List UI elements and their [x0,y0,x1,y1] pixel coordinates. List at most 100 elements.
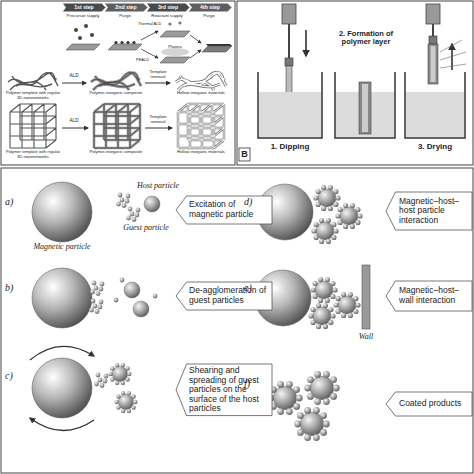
callout-shape [176,282,272,310]
process-name: PEALD [136,58,158,62]
maic-illustration [362,265,370,329]
chevron-shape [188,3,232,12]
dip-coater-illustration [440,40,462,52]
ald-cycle-illustration [190,50,201,58]
lattice-row-illustration [62,128,88,129]
step-band: 4th step [188,3,232,12]
step-name: Purge [188,14,230,19]
chevron-shape [104,3,148,12]
ald-cycle-illustration [74,28,78,32]
panel-letter: B [239,149,250,159]
maic-illustration [124,282,140,298]
maic-illustration [267,381,302,415]
ald-cycle-illustration [141,49,158,58]
maic-illustration [126,207,140,222]
ald-cycle-illustration [84,24,88,28]
panel-frame [237,1,473,165]
panel-frame [1,1,235,165]
maic-illustration [308,303,335,329]
ald-cycle-illustration [120,41,123,44]
process-callout: Excitation of magnetic particle [176,196,272,224]
template-row-illustration [176,73,226,90]
dip-coater-illustration [359,82,371,134]
callout-shape [176,364,272,416]
maic-illustration [32,268,92,328]
dip-coater-illustration [259,92,321,137]
process-callout: Coated products [386,392,472,416]
dip-coater-illustration [305,30,307,56]
arrow-label: Template removal [142,115,174,124]
maic-illustration [90,281,104,296]
step-name: Precursor supply [62,14,104,19]
lattice-row-illustration [94,104,140,148]
template-row-illustration [145,83,170,84]
template-row-illustration [8,73,58,90]
dip-coater-illustration [239,4,466,161]
maic-illustration [304,371,339,405]
maic-illustration [32,358,92,418]
process-text: Excitation of magnetic particle [189,200,269,219]
process-name: Thermal ALD [138,22,168,26]
dip-coater-illustration [285,58,293,66]
dip-coater-illustration [429,36,437,44]
lattice-row-illustration [145,128,172,129]
maic-illustration [311,218,338,244]
maic-illustration [30,182,370,441]
step-title: 3rd step [151,5,185,11]
maic-illustration [116,193,130,208]
ald-cycle-illustration [168,22,171,25]
process-name: Plasma [163,45,187,49]
lattice-row-illustration [10,104,224,148]
step-name: Purge [104,14,146,19]
maic-illustration [153,294,158,299]
process-text: Coated products [399,399,469,409]
step-band: 2nd step [104,3,148,12]
process-text: Magnetic–host–host particle interaction [399,197,469,226]
lattice-row-illustration [10,104,56,148]
ald-cycle-illustration [178,21,181,24]
ald-cycle-illustration [190,35,201,43]
maic-illustration [114,298,119,303]
maic-illustration [114,391,137,413]
maic-illustration [335,203,362,229]
step-label: 2. Formation of polymer layer [330,30,402,47]
callout-shape [176,196,272,224]
process-callout: De-agglomeration of guest particles [176,282,272,310]
lattice-row-illustration [178,104,224,148]
step-band: 3rd step [146,3,190,12]
dip-coater-illustration [428,44,438,84]
dip-coater-illustration [406,92,464,137]
process-callout: Magnetic–host–host particle interaction [386,192,472,230]
chevron-shape [62,3,106,12]
maic-illustration [30,346,94,360]
ald-cycle-illustration [66,44,100,50]
dip-coater-illustration [440,64,466,68]
dip-coater-illustration [239,148,250,161]
maic-illustration [144,196,160,212]
part-name: Host particle [126,182,190,191]
process-callout: Magnetic–host–wall interaction [386,281,472,311]
ald-cycle-illustration [126,41,129,44]
dip-coater-illustration [288,24,290,58]
maic-illustration [89,299,103,314]
process-text: Magnetic–host–wall interaction [399,286,469,305]
panel-letter: a) [5,196,21,207]
arrow-label: Template removal [142,70,174,79]
arrow-label: ALD [60,118,88,123]
step-label: 3. Drying [400,143,470,152]
ald-cycle-illustration [141,31,158,40]
stage-caption: Polymer template with regular 3D nanonet… [4,91,62,100]
maic-illustration [133,301,149,317]
dip-coater-illustration [258,72,322,138]
stage-caption: Hollow inorganic materials [172,150,230,155]
ald-cycle-illustration [161,48,189,56]
dip-coater-illustration [431,46,436,82]
callout-shape [386,392,472,416]
process-text: De-agglomeration of guest particles [189,286,269,305]
template-row-illustration [91,73,141,90]
ald-cycle-illustration [114,41,117,44]
panel-frame [1,168,473,473]
maic-illustration [313,185,340,211]
dip-coater-illustration [440,52,466,60]
